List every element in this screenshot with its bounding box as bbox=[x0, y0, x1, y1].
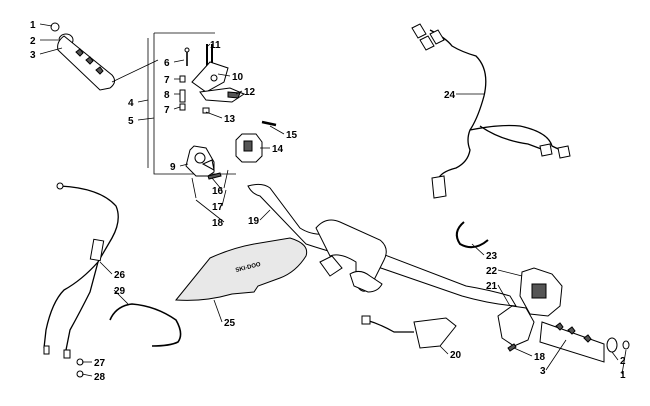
brake-lever bbox=[191, 61, 246, 103]
callout-3: 3 bbox=[540, 366, 546, 377]
heating-element bbox=[361, 315, 457, 349]
callout-1: 1 bbox=[620, 370, 626, 381]
wiring-harness bbox=[411, 23, 571, 199]
callout-8: 8 bbox=[164, 90, 170, 101]
callout-4: 4 bbox=[128, 98, 134, 109]
callout-1: 1 bbox=[30, 20, 36, 31]
callout-21: 21 bbox=[486, 281, 498, 292]
callout-17: 17 bbox=[212, 202, 224, 213]
callout-11: 11 bbox=[210, 40, 221, 51]
handlebar-pad: SKI-DOO bbox=[175, 237, 308, 301]
callout-12: 12 bbox=[244, 87, 256, 98]
handlebar bbox=[247, 183, 517, 307]
callout-23: 23 bbox=[486, 251, 498, 262]
callout-27: 27 bbox=[94, 358, 106, 369]
callout-19: 19 bbox=[248, 216, 260, 227]
callout-16: 16 bbox=[212, 186, 224, 197]
throttle-cable bbox=[43, 182, 182, 378]
callout-5: 5 bbox=[128, 116, 134, 127]
bracket-hardware bbox=[179, 44, 213, 114]
leader-lines bbox=[39, 23, 627, 377]
right-controls bbox=[455, 221, 630, 363]
callout-10: 10 bbox=[232, 72, 244, 83]
callout-18: 18 bbox=[212, 218, 224, 229]
callout-22: 22 bbox=[486, 266, 498, 277]
callout-24: 24 bbox=[444, 90, 456, 101]
callout-26: 26 bbox=[114, 270, 126, 281]
callout-28: 28 bbox=[94, 372, 106, 383]
callout-13: 13 bbox=[224, 114, 236, 125]
callout-3: 3 bbox=[30, 50, 36, 61]
callout-labels: 1 2 3 4 5 6 7 8 7 9 10 11 12 13 14 15 16… bbox=[30, 20, 626, 383]
callout-29: 29 bbox=[114, 286, 126, 297]
callout-2: 2 bbox=[30, 36, 36, 47]
left-grip bbox=[50, 22, 116, 91]
callout-6: 6 bbox=[164, 58, 170, 69]
callout-20: 20 bbox=[450, 350, 462, 361]
throttle-housing bbox=[185, 120, 277, 199]
callout-7: 7 bbox=[164, 105, 170, 116]
callout-9: 9 bbox=[170, 162, 176, 173]
callout-14: 14 bbox=[272, 144, 284, 155]
callout-2: 2 bbox=[620, 356, 626, 367]
callout-18: 18 bbox=[534, 352, 546, 363]
callout-25: 25 bbox=[224, 318, 236, 329]
callout-7: 7 bbox=[164, 75, 170, 86]
callout-15: 15 bbox=[286, 130, 298, 141]
